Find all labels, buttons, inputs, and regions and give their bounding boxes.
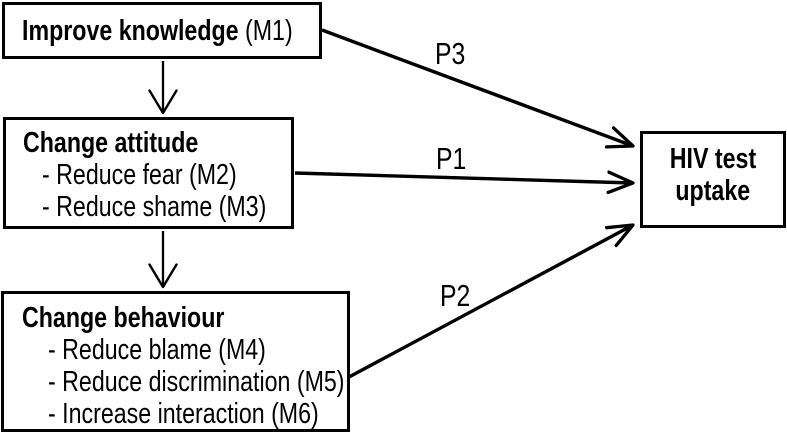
path-label-p3: P3 <box>435 36 466 71</box>
box-hiv-test-uptake-line1: HIV test <box>669 142 757 175</box>
box-change-attitude-item: - Reduce shame (M3) <box>42 191 291 223</box>
box-improve-knowledge-title: Improve knowledge <box>22 14 239 47</box>
arrow-p2-behaviour-to-uptake <box>348 225 633 379</box>
box-improve-knowledge: Improve knowledge(M1) <box>2 2 322 59</box>
box-change-behaviour-title: Change behaviour <box>22 302 225 334</box>
box-improve-knowledge-code: (M1) <box>244 14 293 47</box>
arrow-p3-knowledge-to-uptake <box>321 28 633 146</box>
arrow-p1-attitude-to-uptake <box>294 173 633 183</box>
path-label-p1: P1 <box>436 141 467 176</box>
box-hiv-test-uptake: HIV test uptake <box>640 131 786 228</box>
box-change-attitude-item-text: - Reduce fear (M2) <box>42 159 237 191</box>
box-change-behaviour: Change behaviour - Reduce blame (M4) - R… <box>1 291 350 432</box>
box-change-attitude: Change attitude - Reduce fear (M2) - Red… <box>3 117 294 229</box>
box-change-behaviour-item: - Increase interaction (M6) <box>48 398 347 430</box>
box-improve-knowledge-line: Improve knowledge(M1) <box>22 15 293 47</box>
box-change-attitude-item: - Reduce fear (M2) <box>42 159 291 191</box>
box-change-behaviour-item-text: - Reduce discrimination (M5) <box>48 366 345 398</box>
box-change-attitude-title: Change attitude <box>23 127 199 159</box>
box-change-behaviour-item-text: - Increase interaction (M6) <box>48 398 319 430</box>
box-change-attitude-item-text: - Reduce shame (M3) <box>42 191 267 223</box>
box-hiv-test-uptake-line2: uptake <box>675 174 751 207</box>
box-change-behaviour-item: - Reduce blame (M4) <box>48 334 347 366</box>
path-label-p2: P2 <box>440 278 471 313</box>
box-change-behaviour-item: - Reduce discrimination (M5) <box>48 366 347 398</box>
box-change-behaviour-item-text: - Reduce blame (M4) <box>48 334 266 366</box>
